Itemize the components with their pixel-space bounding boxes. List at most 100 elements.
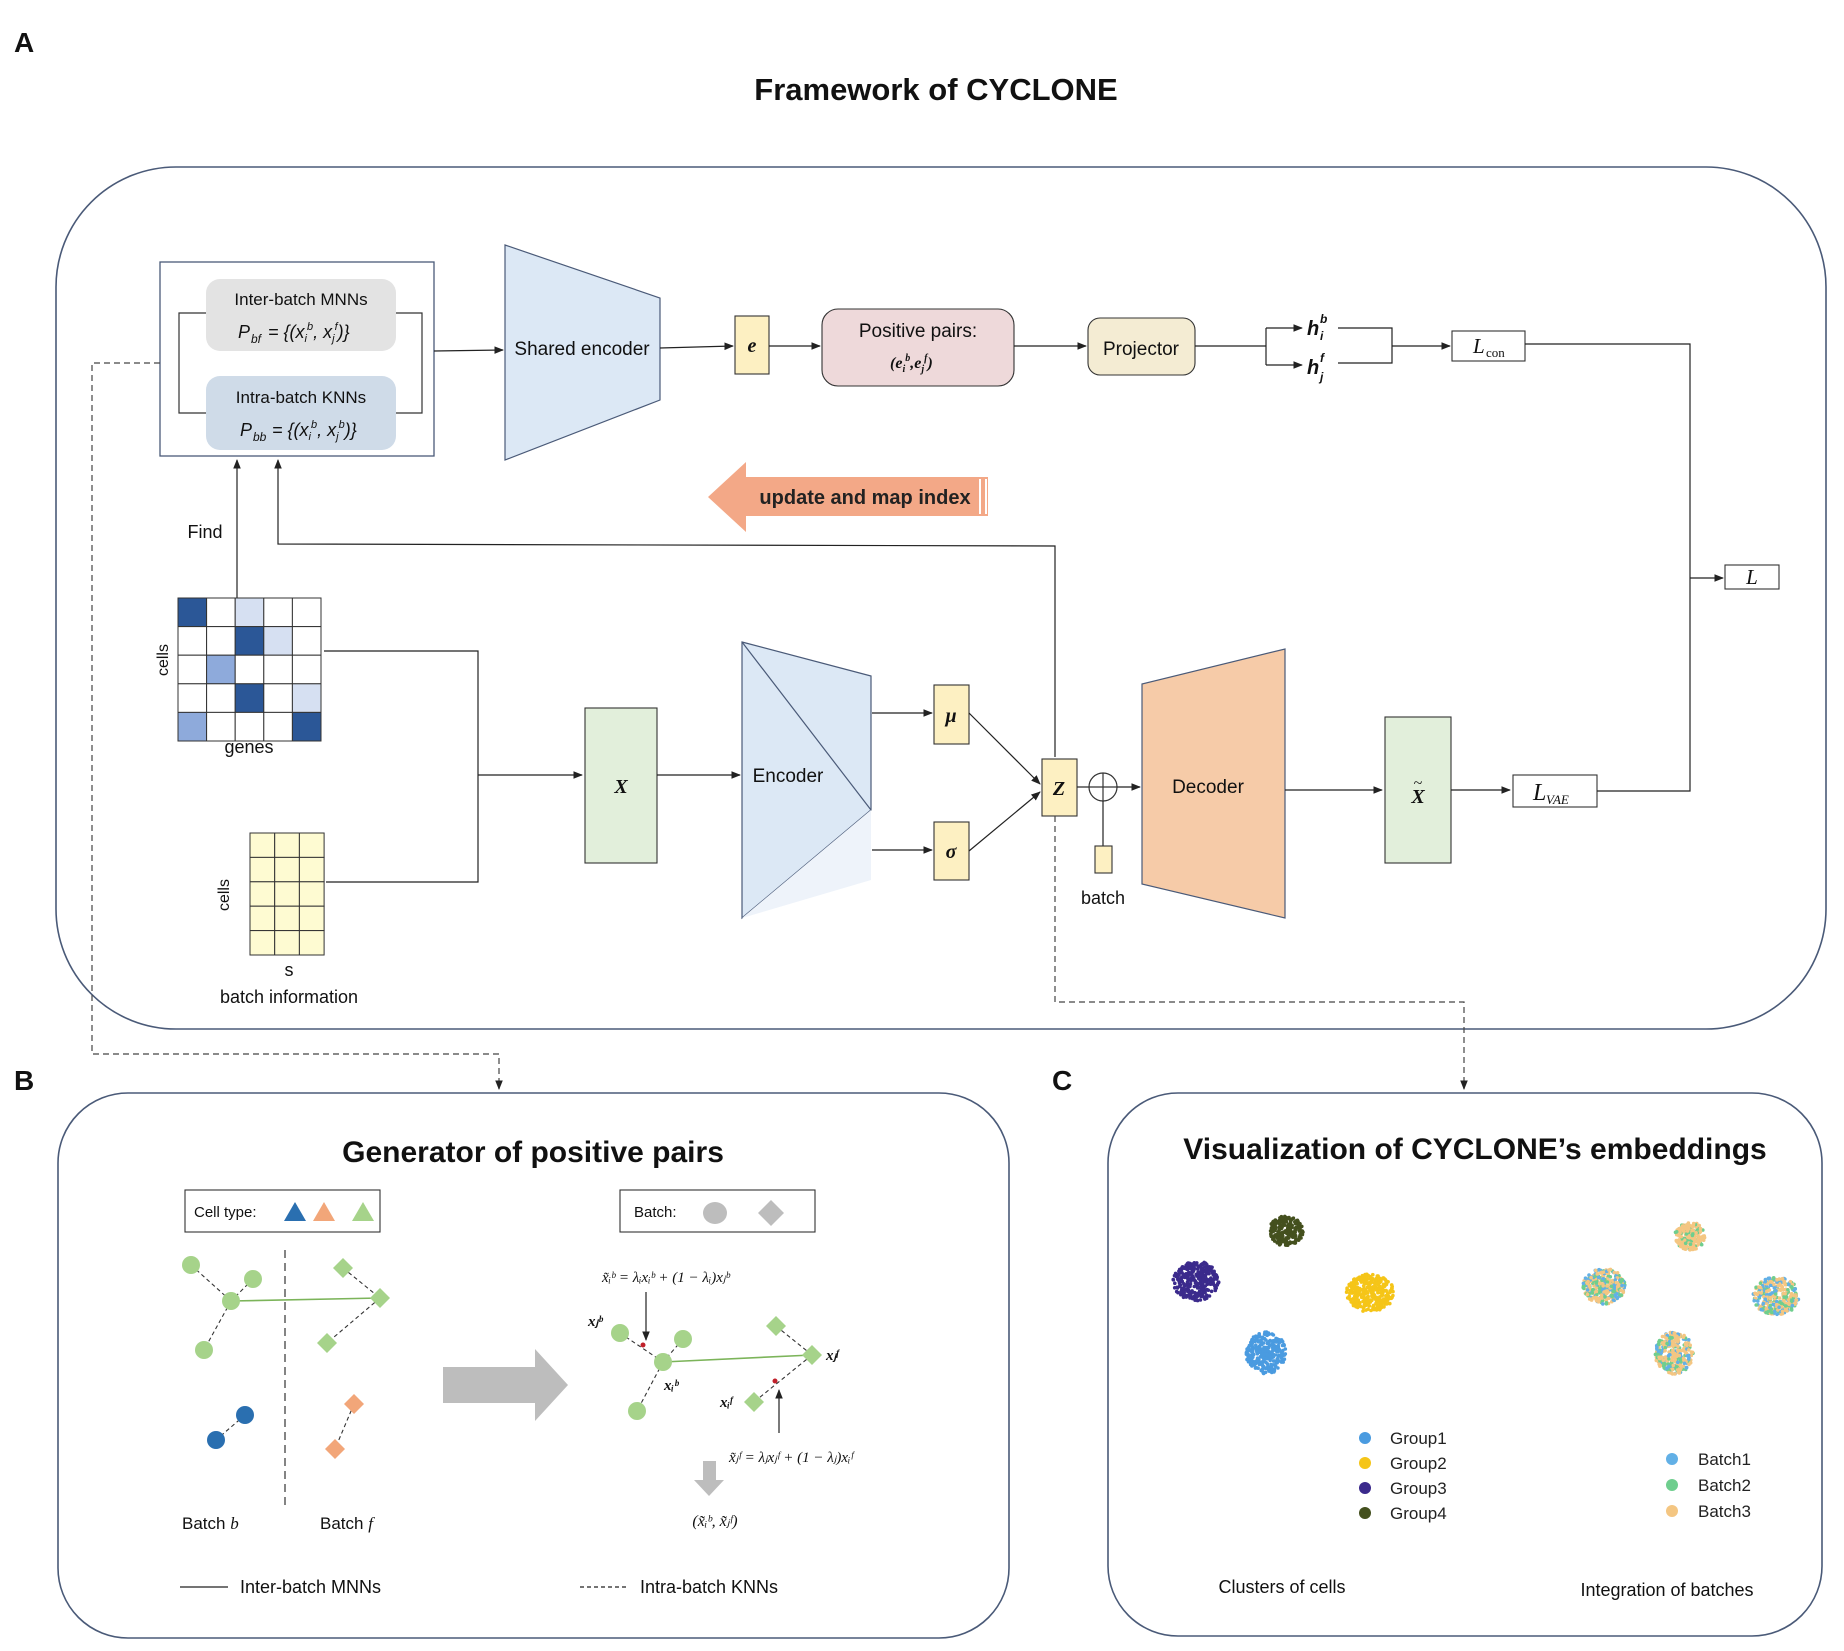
batch-f-var: f [368,1514,375,1533]
point-f5 [325,1439,345,1459]
batch-cluster-point [1688,1242,1693,1246]
panel-b-frame [57,1092,1010,1639]
group3-cluster-point [1200,1292,1205,1296]
group3-cluster-point [1191,1269,1196,1273]
batch-cluster-point [1782,1299,1786,1303]
batch-matrix-cell [249,930,276,956]
point-r-f1 [766,1316,786,1336]
batch-cluster-point [1605,1284,1610,1288]
group3-cluster-point [1201,1262,1206,1266]
group2-cluster-point [1354,1285,1359,1290]
batch-cluster-point [1767,1276,1772,1280]
point-b3 [222,1292,240,1310]
group2-cluster-point [1353,1292,1357,1296]
concat-icon [1088,772,1118,802]
group4-cluster-point [1294,1237,1298,1241]
batch-cluster-point [1780,1286,1785,1291]
group-legend: Group1 Group2 Group3 Group4 [1359,1429,1447,1523]
batch-cluster-point [1780,1276,1785,1281]
group2-cluster-point [1382,1289,1387,1293]
group1-cluster-point [1281,1360,1285,1364]
group3-cluster-point [1184,1295,1188,1299]
group2-cluster-point [1349,1281,1354,1285]
batch-cluster-point [1684,1343,1689,1347]
gene-matrix-cell [177,654,208,685]
small-gray-down-arrow [694,1461,724,1496]
batch-cluster-point [1663,1348,1667,1353]
group1-cluster-point [1266,1348,1270,1353]
x-tilde-box [1384,716,1452,864]
batch-cluster-point [1599,1293,1604,1297]
l-total-label: L [1745,565,1758,589]
x-label: X [613,776,628,798]
group2-cluster-point [1359,1276,1364,1280]
group3-cluster-point [1204,1266,1208,1271]
group2-dot [1359,1457,1371,1469]
gene-matrix-cell [263,683,293,713]
group3-cluster-point [1196,1270,1200,1275]
group2-cluster-point [1362,1295,1367,1300]
group3-cluster-point [1208,1282,1212,1286]
group3-cluster-point [1186,1274,1190,1278]
gene-matrix-cell [234,683,265,713]
group2-cluster-point [1357,1303,1362,1307]
batch-cluster-point [1680,1224,1685,1228]
group1-cluster-point [1250,1350,1254,1354]
batch-cluster-point [1702,1234,1706,1238]
mix-point-b [640,1342,646,1348]
encoder-label: Encoder [753,766,824,787]
gene-matrix-cell [263,597,293,628]
group2-label: Group2 [1390,1454,1447,1473]
point-b1 [182,1256,200,1274]
projector-label: Projector [1103,339,1180,360]
group2-cluster-point [1383,1283,1387,1288]
decoder-label: Decoder [1172,777,1244,798]
batch-cluster-point [1614,1280,1619,1285]
gene-matrix-cell [234,626,265,656]
batch-cluster-point [1679,1348,1684,1353]
batch-cluster-point [1668,1339,1672,1344]
group3-cluster-point [1211,1282,1216,1286]
batch-cluster-point [1677,1233,1681,1238]
group4-cluster-point [1287,1225,1291,1229]
batch-cluster-point [1670,1355,1675,1360]
decoder-shape [1141,648,1286,919]
batch-cluster-point [1775,1278,1779,1282]
batch-matrix-cell [274,905,300,932]
batch-matrix-cell [298,905,325,932]
point-b6 [207,1431,225,1449]
batch-cluster-point [1683,1350,1688,1355]
group2-cluster-point [1371,1277,1375,1281]
mix-point-f [772,1378,778,1384]
h-i-letter: h [1307,318,1319,340]
panel-c-frame [1107,1092,1823,1637]
batch-matrix-cell [298,881,325,907]
group2-cluster-point [1356,1290,1360,1294]
batch-cluster-point [1686,1353,1691,1358]
batch-cluster-point [1601,1284,1605,1288]
group4-cluster-point [1269,1226,1274,1230]
point-b5 [236,1406,254,1424]
group2-cluster-point [1352,1277,1357,1281]
batch-cluster-point [1587,1273,1591,1277]
batch-cluster-point [1670,1367,1675,1372]
l-con-to-total-line [1525,343,1691,578]
l-con-letter: L [1472,334,1485,358]
batch-cluster-point [1677,1371,1682,1375]
group4-cluster-point [1282,1239,1286,1244]
batch-information-matrix [249,832,325,956]
group1-cluster-point [1263,1345,1267,1350]
arrow-sigma-to-z [968,791,1041,852]
gene-matrix-cell [206,597,236,628]
label-xif: xᵢᶠ [719,1395,734,1411]
batch-cluster-point [1658,1356,1662,1361]
batch-cluster-point [1670,1339,1675,1344]
group1-cluster-point [1280,1353,1285,1358]
group3-cluster-point [1193,1281,1198,1285]
batch-cluster-point [1678,1231,1682,1235]
x-tilde-label: X [1410,786,1425,808]
group1-cluster-point [1274,1346,1279,1351]
group1-cluster-point [1271,1359,1276,1363]
batch-cluster-point [1683,1241,1688,1246]
group2-cluster-point [1382,1301,1386,1305]
